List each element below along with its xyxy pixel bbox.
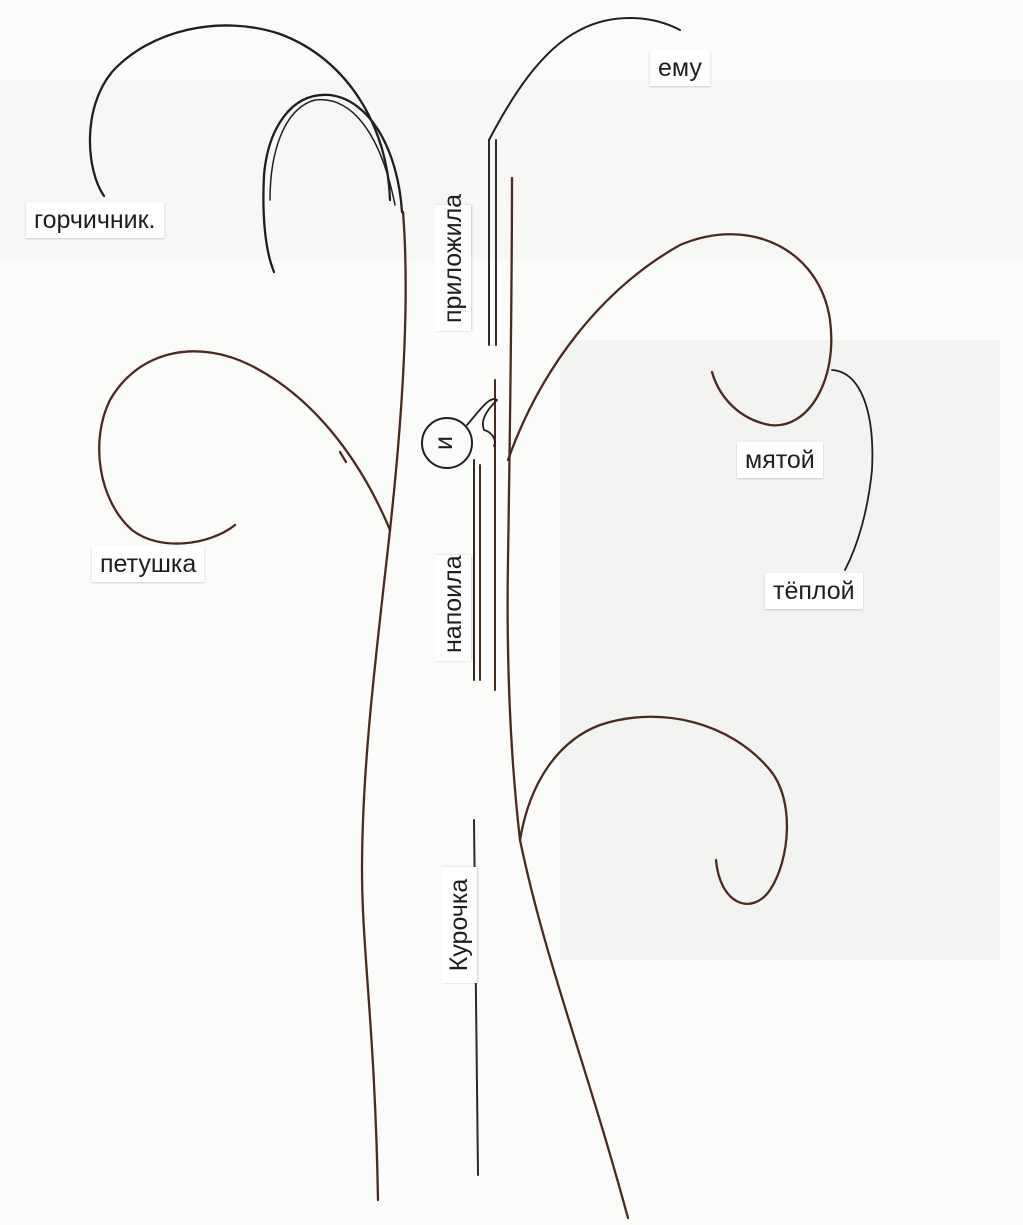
word-kurochka: Курочка — [441, 867, 477, 983]
spiral-petushka-tick — [340, 452, 346, 462]
word-myatoy: мятой — [737, 442, 823, 478]
spiral-top-left-inner-2 — [270, 100, 395, 205]
spiral-top-left-inner — [263, 95, 402, 272]
word-prilozhila: приложила — [435, 205, 471, 331]
right-trunk — [508, 178, 628, 1218]
bracket-myatoy-teploy — [832, 370, 872, 570]
spiral-top-left-outer — [90, 25, 390, 200]
word-i: и — [429, 436, 459, 450]
word-napoila: напоила — [435, 555, 471, 661]
spiral-petushka — [99, 351, 390, 543]
spiral-myatoy — [508, 234, 831, 460]
word-gorchichnik: горчичник. — [26, 202, 164, 238]
word-teploy: тёплой — [765, 573, 863, 609]
word-emu: ему — [650, 50, 710, 86]
left-trunk — [362, 212, 406, 1200]
spiral-lower-right — [520, 717, 787, 904]
word-petushka: петушка — [92, 546, 204, 582]
